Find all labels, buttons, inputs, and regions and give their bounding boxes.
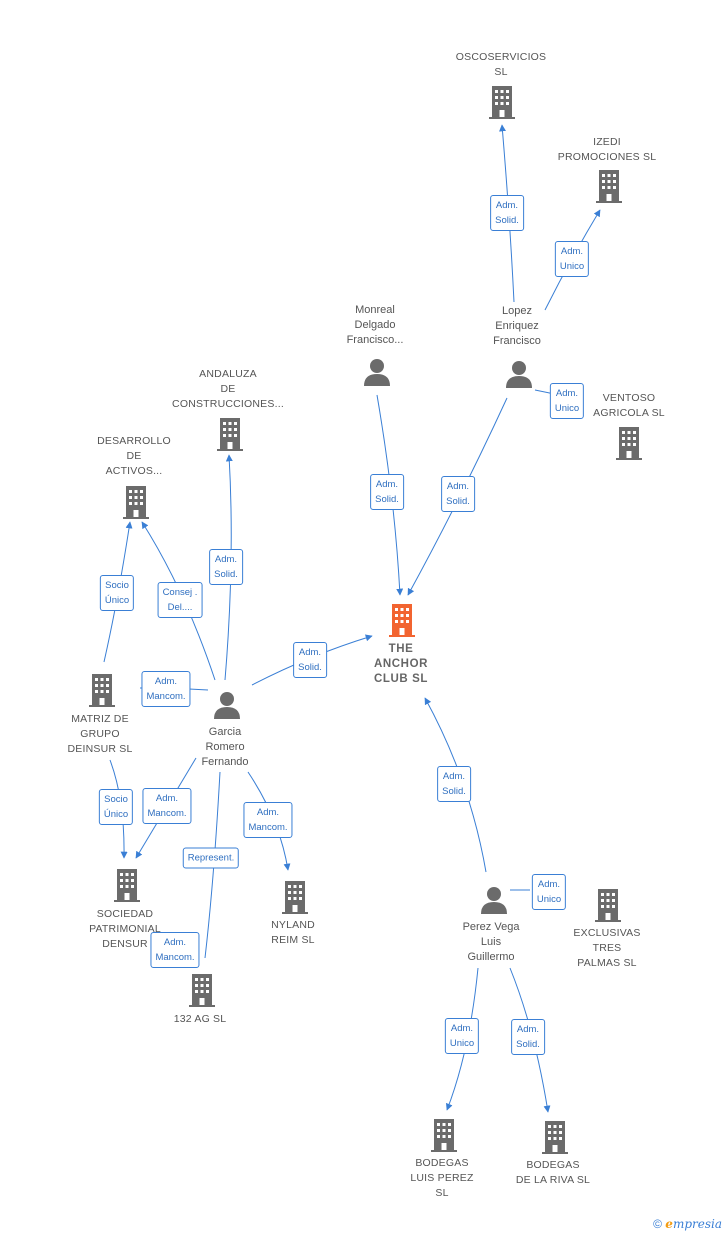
relation-badge[interactable]: Adm.Unico	[549, 383, 585, 419]
relation-badge[interactable]: Adm.Solid.	[293, 642, 327, 678]
building-icon[interactable]	[112, 867, 142, 903]
building-icon[interactable]	[487, 84, 517, 120]
relation-badge[interactable]: Adm.Unico	[444, 1018, 480, 1054]
relation-badge[interactable]: Adm.Solid.	[370, 474, 404, 510]
relation-badge[interactable]: Adm.Mancom.	[150, 932, 200, 968]
person-icon[interactable]	[362, 357, 392, 387]
building-icon[interactable]	[187, 972, 217, 1008]
relation-badge[interactable]: Adm.Solid.	[441, 476, 475, 512]
building-icon[interactable]	[121, 484, 151, 520]
building-icon[interactable]	[280, 879, 310, 915]
brand-name[interactable]: mpresia	[672, 1217, 722, 1231]
building-icon[interactable]	[540, 1119, 570, 1155]
main-building-icon[interactable]	[387, 602, 417, 638]
copyright-icon: ©	[653, 1217, 662, 1231]
relation-badge[interactable]: Adm.Unico	[554, 241, 590, 277]
relation-badge[interactable]: Adm.Solid.	[209, 549, 243, 585]
brand-initial: e	[665, 1217, 673, 1231]
edge-garcia-132ag	[204, 771, 221, 959]
copyright-footer: © empresia	[653, 1217, 722, 1231]
relation-badge[interactable]: Consej .Del....	[157, 582, 203, 618]
node-132ag-label: 132 AG SL	[173, 1013, 227, 1025]
building-icon[interactable]	[593, 887, 623, 923]
person-icon[interactable]	[504, 359, 534, 389]
relation-badge[interactable]: Adm.Solid.	[490, 195, 524, 231]
building-icon[interactable]	[215, 416, 245, 452]
building-icon[interactable]	[429, 1117, 459, 1153]
building-icon[interactable]	[87, 672, 117, 708]
relation-badge[interactable]: Adm.Mancom.	[142, 788, 192, 824]
relation-badge[interactable]: Adm.Solid.	[511, 1019, 545, 1055]
relation-badge[interactable]: Adm.Mancom.	[141, 671, 191, 707]
relation-badge[interactable]: Represent.	[182, 847, 240, 869]
relation-badge[interactable]: Adm.Mancom.	[243, 802, 293, 838]
building-icon[interactable]	[614, 425, 644, 461]
person-icon[interactable]	[212, 690, 242, 720]
relation-badge[interactable]: Adm.Solid.	[437, 766, 471, 802]
person-icon[interactable]	[479, 885, 509, 915]
building-icon[interactable]	[594, 168, 624, 204]
relation-badge[interactable]: Adm.Unico	[531, 874, 567, 910]
